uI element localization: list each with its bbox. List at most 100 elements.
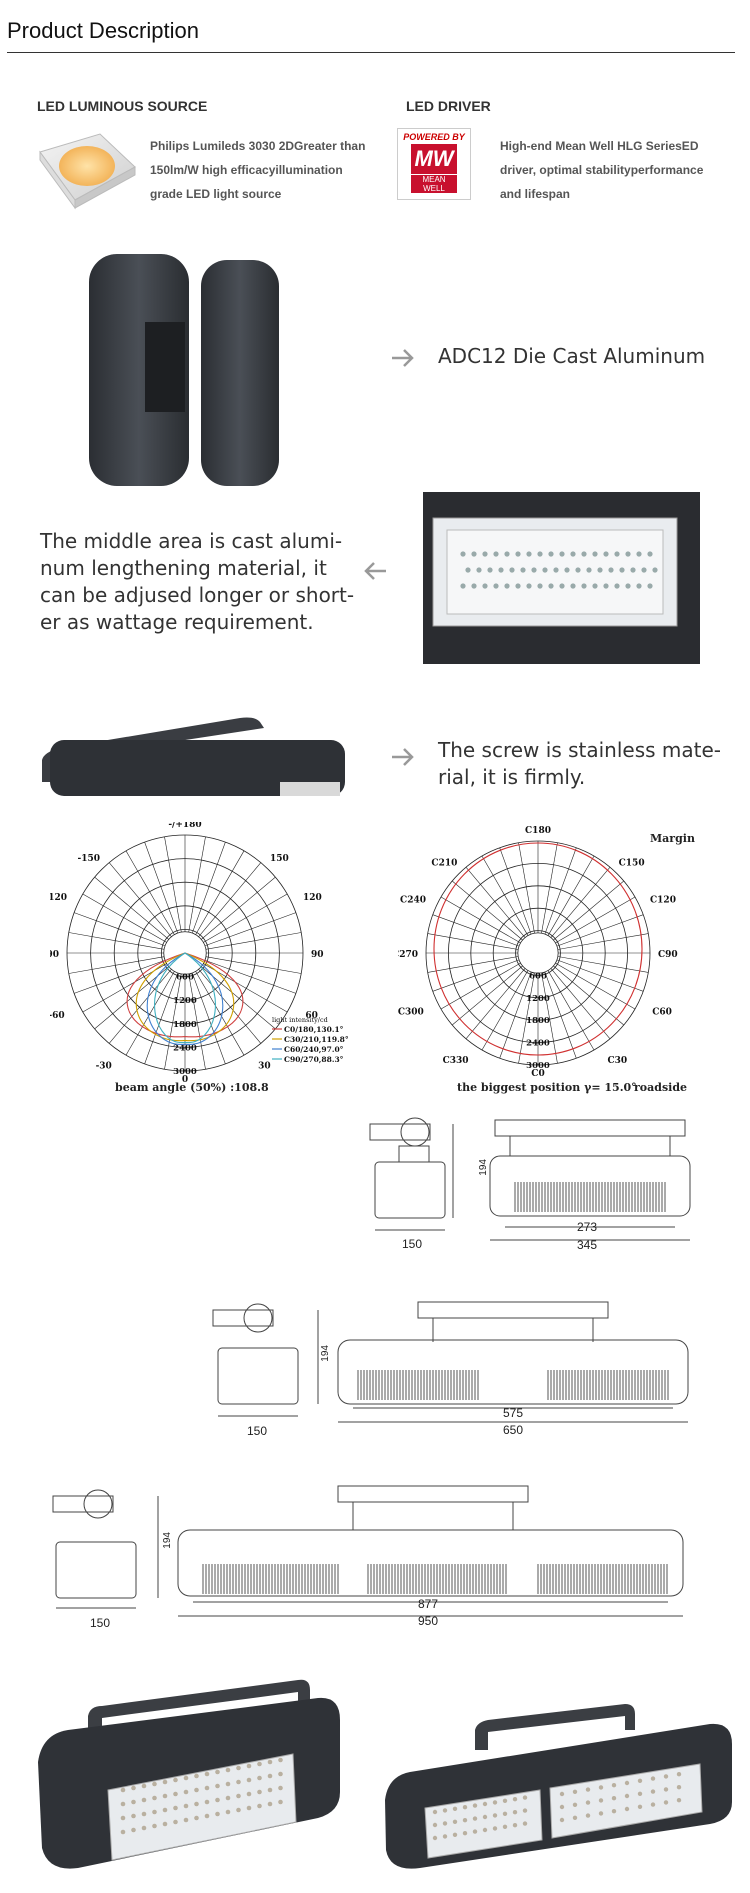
- led-dot: [504, 551, 510, 557]
- led-dot: [462, 1805, 468, 1810]
- polar-ring-label: 600: [176, 973, 194, 983]
- led-dot: [572, 1789, 578, 1794]
- led-dot: [162, 1793, 168, 1799]
- led-dot: [267, 1801, 273, 1807]
- led-dot: [120, 1815, 126, 1821]
- polar-angle-label: C120: [650, 896, 676, 906]
- led-dot: [526, 583, 532, 589]
- led-dot: [215, 1783, 220, 1789]
- dim3-outer-label: 950: [418, 1614, 439, 1628]
- led-dot: [471, 583, 477, 589]
- led-dot: [624, 1780, 630, 1786]
- led-dot: [173, 1819, 178, 1825]
- polar-angle-label: 0: [182, 1075, 188, 1085]
- screw-feature-text: The screw is stainless mate- rial, it is…: [438, 737, 738, 791]
- polar-spoke: [164, 836, 182, 933]
- polar-spoke: [94, 876, 169, 940]
- roadside-label: roadside: [634, 1081, 688, 1094]
- polar-spoke: [188, 836, 206, 933]
- led-dot: [526, 551, 532, 557]
- led-dot: [522, 1795, 528, 1800]
- beam-curve: [146, 952, 224, 1045]
- led-dot: [257, 1761, 262, 1767]
- dimension-drawing-3: [48, 1482, 688, 1630]
- led-dot: [520, 567, 526, 573]
- led-dot: [183, 1803, 189, 1809]
- led-dot: [502, 1798, 508, 1803]
- beam-angle-caption: beam angle (50%) :108.8: [115, 1081, 269, 1094]
- led-dot: [663, 1774, 669, 1779]
- led-dot: [278, 1799, 283, 1805]
- polar-angle-label: C90: [658, 950, 678, 960]
- polar-angle-label: C210: [431, 859, 457, 869]
- page-title: Product Description: [7, 18, 199, 43]
- polar-spoke: [555, 896, 636, 944]
- led-dot: [624, 1793, 630, 1799]
- driver-line-1: High-end Mean Well HLG SeriesED: [500, 139, 699, 153]
- polar-spoke: [499, 971, 532, 1059]
- polar-spoke: [195, 850, 245, 935]
- polar-angle-label: -60: [50, 1011, 65, 1021]
- dim3-height-label: 194: [162, 1532, 173, 1549]
- polar-angle-label: -120: [50, 893, 67, 903]
- led-dot: [225, 1781, 231, 1787]
- led-dot: [663, 1787, 669, 1792]
- led-dot: [204, 1771, 210, 1777]
- led-dot: [141, 1797, 147, 1803]
- led-dot: [625, 583, 631, 589]
- led-dot: [183, 1789, 189, 1795]
- beam-curve: [154, 952, 216, 1043]
- led-dot: [522, 1808, 528, 1813]
- polar-angle-label: 90: [311, 950, 324, 960]
- polar-spoke: [452, 880, 523, 941]
- led-dot: [215, 1797, 220, 1803]
- led-dot: [194, 1787, 199, 1793]
- polar-ring-label: 3000: [526, 1061, 550, 1071]
- middle-line-3: can be adjused longer or short-: [40, 583, 355, 607]
- polar-spoke: [205, 932, 302, 950]
- led-dot: [663, 1800, 669, 1805]
- legend-entry: C30/210,119.8°: [284, 1035, 349, 1044]
- led-dot: [614, 551, 620, 557]
- led-dot: [575, 567, 581, 573]
- driver-line-3: and lifespan: [500, 187, 571, 201]
- led-dot: [267, 1773, 273, 1779]
- logo-powered-by: POWERED BY: [403, 132, 465, 142]
- led-dot: [619, 567, 625, 573]
- logo-mean-well: MEAN WELL: [411, 174, 457, 193]
- led-dot: [131, 1799, 136, 1805]
- led-dot: [531, 567, 537, 573]
- led-dot: [236, 1807, 241, 1813]
- polar-ring-label: 1200: [173, 996, 197, 1006]
- polar-chart-right: C180C210C150C240C120C270C90C300C60C330C3…: [392, 822, 718, 1097]
- led-dot: [676, 1798, 682, 1803]
- led-dot: [460, 583, 466, 589]
- led-dot: [482, 551, 488, 557]
- polar-spoke: [557, 956, 649, 973]
- legend-entry: C60/240,97.0°: [284, 1045, 344, 1054]
- polar-spoke: [108, 862, 172, 937]
- led-dot: [537, 583, 543, 589]
- screw-line-1: The screw is stainless mate-: [438, 738, 722, 762]
- legend-entry: C90/270,88.3°: [284, 1055, 344, 1064]
- led-dot: [502, 1824, 508, 1829]
- arrow-right-icon-2: [390, 744, 416, 770]
- led-dot: [194, 1801, 199, 1807]
- led-chip-image: [30, 122, 140, 212]
- led-dot: [204, 1813, 210, 1819]
- led-dot: [650, 1802, 656, 1807]
- product-photo-single-module: [28, 1672, 348, 1872]
- polar-angle-label: 60: [305, 1011, 318, 1021]
- led-dot: [598, 1798, 604, 1803]
- led-dot: [482, 583, 488, 589]
- polar-spoke: [205, 956, 302, 974]
- led-dot: [432, 1835, 438, 1841]
- led-dot: [548, 551, 554, 557]
- polar-spoke: [427, 933, 519, 950]
- legend-title: light intensity/cd: [272, 1016, 328, 1024]
- polar-spoke: [550, 968, 611, 1039]
- polar-spoke: [518, 842, 535, 934]
- screw-detail-image: [40, 712, 348, 796]
- led-dot: [572, 1802, 578, 1807]
- led-dot: [236, 1779, 241, 1785]
